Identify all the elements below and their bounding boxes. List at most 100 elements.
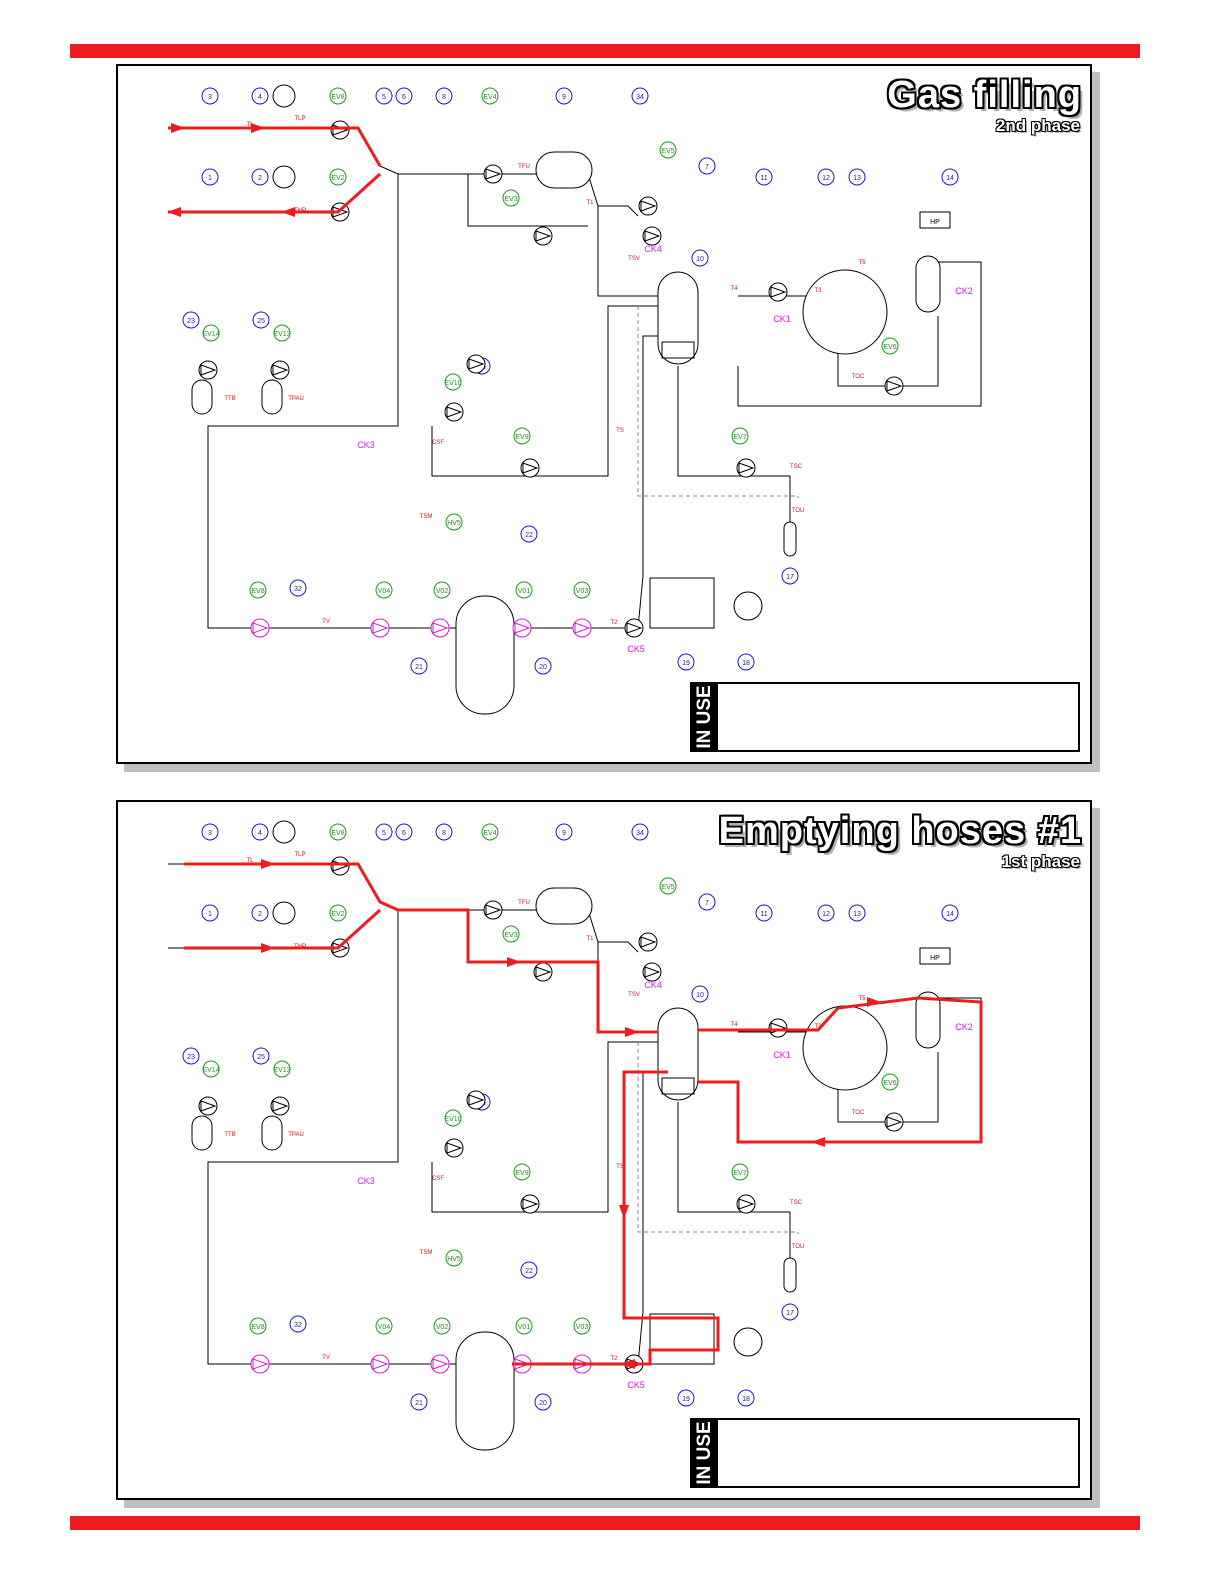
flow-arrow-icon xyxy=(619,1205,629,1219)
tag-circle xyxy=(502,925,520,943)
separator-vessel xyxy=(657,1007,699,1101)
tag-circle xyxy=(520,525,538,543)
tag-V04: V04 xyxy=(378,588,391,595)
valve-triangle-icon xyxy=(738,462,755,474)
valve-triangle-icon xyxy=(644,966,661,978)
temp-T1: T1 xyxy=(586,200,594,206)
pipe-line xyxy=(458,173,588,227)
tag-circle xyxy=(737,1389,755,1407)
panel-title: Gas filling xyxy=(887,74,1082,116)
gauge-icon xyxy=(272,165,296,189)
valve-triangle-icon xyxy=(640,200,657,212)
tag-circle xyxy=(410,657,428,675)
flow-path xyxy=(184,908,382,950)
tag-EV7: EV7 xyxy=(733,434,746,441)
compressor-icon xyxy=(802,269,888,355)
tag-circle xyxy=(375,1317,393,1335)
temp-TSV: TSV xyxy=(628,992,640,998)
panel-subtitle: 1st phase xyxy=(1001,852,1080,871)
tag-8: 8 xyxy=(442,830,446,837)
cylinder-icon xyxy=(191,1115,213,1151)
tag-18: 18 xyxy=(742,1396,750,1403)
flow-arrow-icon xyxy=(507,957,521,967)
tag-25: 25 xyxy=(257,318,265,325)
flow-arrow-icon xyxy=(621,1359,635,1369)
hp-switch-box xyxy=(919,211,951,229)
tag-circle xyxy=(435,87,453,105)
recovery-cylinder xyxy=(455,595,515,715)
valve-triangle-icon xyxy=(770,286,787,298)
valve-triangle-icon xyxy=(468,1094,485,1106)
tag-circle xyxy=(249,581,267,599)
diagram-emptying-hoses: 3456893412711121314102325352232212019181… xyxy=(168,820,983,1451)
tag-circle xyxy=(375,581,393,599)
flow-arrow-icon xyxy=(171,123,185,133)
dashed-line xyxy=(637,306,799,498)
flow-arrow-icon xyxy=(625,1027,639,1037)
temp-TSC: TSC xyxy=(790,1200,803,1206)
flow-arrow-icon xyxy=(261,943,275,953)
tag-circle xyxy=(433,1317,451,1335)
tag-11: 11 xyxy=(760,175,767,182)
tag-circle xyxy=(202,324,220,342)
tag-circle xyxy=(481,823,499,841)
valve-triangle-icon xyxy=(522,462,539,474)
tag-circle xyxy=(410,1393,428,1411)
in-use-box: IN USE xyxy=(690,1418,1080,1488)
flow-arrow-icon xyxy=(867,997,881,1007)
tag-8: 8 xyxy=(442,94,446,101)
pipe-line xyxy=(637,335,663,629)
tag-7: 7 xyxy=(705,164,709,171)
tag-circle xyxy=(848,904,866,922)
pipe-line xyxy=(598,941,639,953)
flow-arrow-icon xyxy=(167,207,181,217)
tag-13: 13 xyxy=(853,175,861,182)
pipe-line xyxy=(168,863,494,911)
tag-20: 20 xyxy=(539,1400,547,1407)
tag-circle xyxy=(182,311,200,329)
temp-T2: T2 xyxy=(610,620,618,626)
tag-34: 34 xyxy=(636,830,644,837)
temp-TTB: TTB xyxy=(224,1132,235,1138)
temp-CSF: CSF xyxy=(432,440,444,446)
flow-path xyxy=(168,172,382,214)
tag-circle xyxy=(534,657,552,675)
tag-circle xyxy=(848,168,866,186)
tag-circle xyxy=(698,157,716,175)
valve-triangle-icon xyxy=(200,364,217,376)
temp-CSF: CSF xyxy=(432,1176,444,1182)
temp-T5: T5 xyxy=(858,996,866,1002)
temp-TFU: TFU xyxy=(518,900,530,906)
tag-13: 13 xyxy=(853,911,861,918)
valve-triangle-icon xyxy=(535,966,552,978)
tag-32: 32 xyxy=(294,586,302,593)
tag-10: 10 xyxy=(696,256,704,263)
tag-12: 12 xyxy=(822,911,830,918)
tag-circle xyxy=(573,581,591,599)
tag-circle xyxy=(202,1060,220,1078)
flow-path xyxy=(512,1070,720,1366)
small-cylinder-icon xyxy=(783,521,797,557)
tag-circle xyxy=(481,87,499,105)
tag-9: 9 xyxy=(562,830,566,837)
gauge-icon xyxy=(272,901,296,925)
tag-1: 1 xyxy=(208,911,212,918)
tag-14: 14 xyxy=(946,911,954,918)
tag-circle xyxy=(817,168,835,186)
tag-EV8: EV8 xyxy=(251,588,264,595)
valve-triangle-icon xyxy=(535,230,552,242)
tag-circle xyxy=(289,579,307,597)
temp-TS: TS xyxy=(616,428,624,434)
pipe-line xyxy=(677,1102,791,1282)
tag-circle xyxy=(251,823,269,841)
recovery-cylinder xyxy=(455,1331,515,1451)
tag-circle xyxy=(737,653,755,671)
tag-EV13: EV13 xyxy=(273,1067,290,1074)
check-valve-CK3: CK3 xyxy=(357,1176,375,1186)
tag-circle xyxy=(201,168,219,186)
tag-circle xyxy=(817,904,835,922)
hp-label: HP xyxy=(930,955,940,962)
tag-circle xyxy=(375,87,393,105)
tag-circle xyxy=(182,1047,200,1065)
check-valve-CK4: CK4 xyxy=(644,244,662,254)
